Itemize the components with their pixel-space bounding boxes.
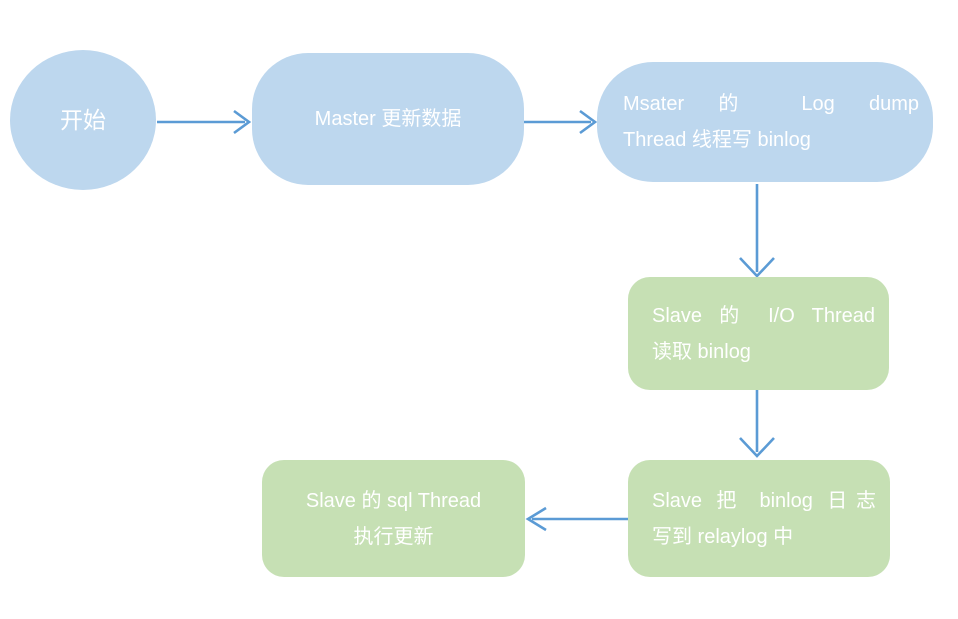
node-log-dump-thread: Msater 的 Log dump Thread 线程写 binlog xyxy=(597,62,933,182)
node-slave-io-thread-line-2: 读取 binlog xyxy=(652,340,751,363)
node-slave-sql-thread-line-2: 执行更新 xyxy=(353,525,434,548)
node-master-update: Master 更新数据 xyxy=(252,53,524,185)
arrow-start-to-master xyxy=(157,109,252,135)
node-slave-io-thread: Slave 的 I/O Thread 读取 binlog xyxy=(628,277,889,390)
node-slave-io-thread-line-1: Slave 的 I/O Thread xyxy=(652,304,875,327)
arrow-master-to-logdump xyxy=(524,109,598,135)
node-slave-sql-thread: Slave 的 sql Thread 执行更新 xyxy=(262,460,525,577)
node-master-update-label: Master 更新数据 xyxy=(314,108,462,130)
node-slave-write-relaylog: Slave 把 binlog 日志 写到 relaylog 中 xyxy=(628,460,890,577)
node-start-label: 开始 xyxy=(60,107,106,133)
arrow-logdump-to-io xyxy=(739,184,775,278)
node-slave-write-relaylog-line-2: 写到 relaylog 中 xyxy=(652,525,794,548)
node-slave-write-relaylog-line-1: Slave 把 binlog 日志 xyxy=(652,489,876,512)
arrow-relay-to-sql xyxy=(525,506,628,532)
arrow-io-to-relay xyxy=(739,390,775,458)
node-log-dump-thread-line-2: Thread 线程写 binlog xyxy=(623,129,811,151)
node-start: 开始 xyxy=(10,50,156,190)
node-slave-sql-thread-line-1: Slave 的 sql Thread xyxy=(305,489,482,512)
node-log-dump-thread-line-1: Msater 的 Log dump xyxy=(623,93,919,115)
